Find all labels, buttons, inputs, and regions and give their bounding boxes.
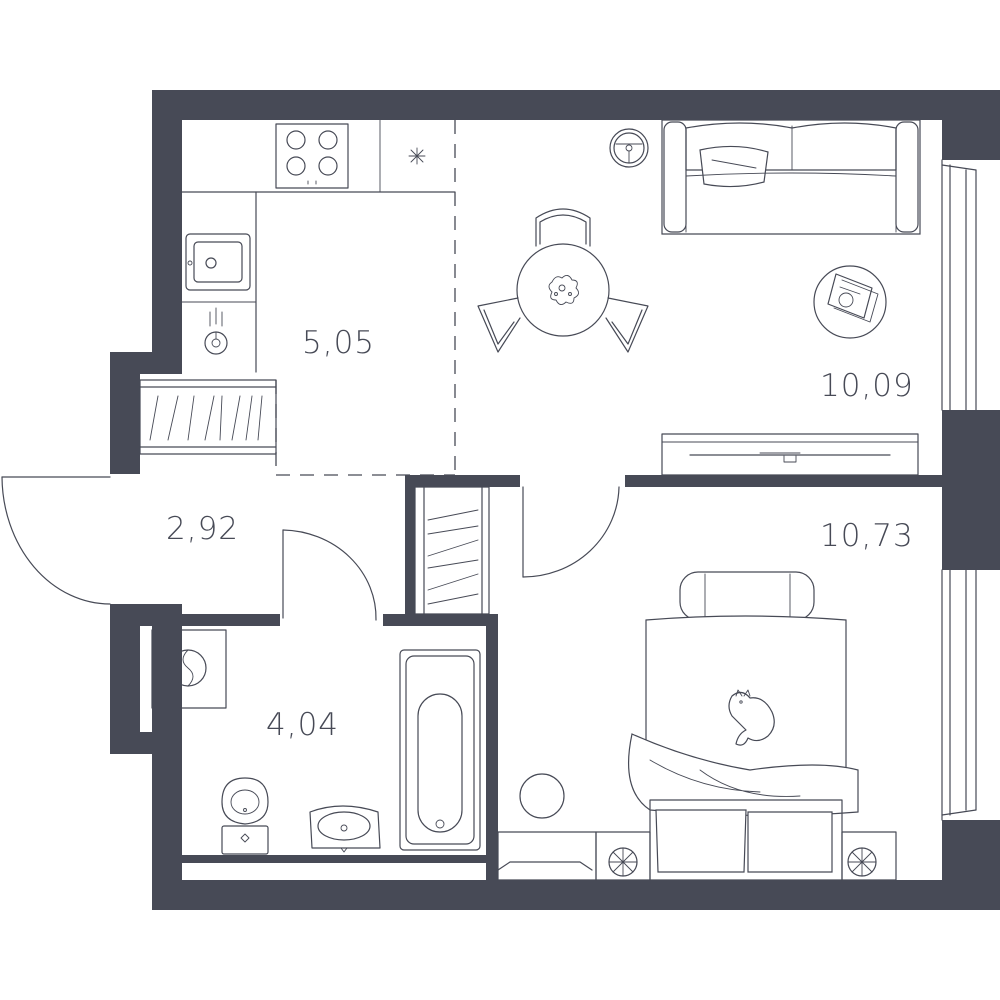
fridge-icon xyxy=(408,147,426,165)
dining-table-icon xyxy=(516,243,610,337)
kitchen-area-label: 5,05 xyxy=(302,325,375,361)
steering-wheel-toy-icon xyxy=(609,128,649,168)
window-icon xyxy=(941,159,1000,411)
toilet-icon xyxy=(221,777,269,855)
washbasin-icon xyxy=(309,805,381,853)
water-heater-icon xyxy=(204,307,228,355)
wardrobe-icon xyxy=(414,486,490,615)
bathroom-area-label: 4,04 xyxy=(266,707,339,743)
room-boundaries xyxy=(275,120,456,476)
sink-icon xyxy=(185,233,251,291)
nightstand-icon xyxy=(841,831,897,881)
chair-icon xyxy=(535,208,591,247)
door-icon xyxy=(522,486,620,578)
door-icon xyxy=(1,476,111,605)
sofa-icon xyxy=(661,119,921,235)
living-area-label: 10,09 xyxy=(820,368,914,404)
stove-icon xyxy=(275,123,349,189)
window-icon xyxy=(941,569,1000,821)
cat-icon xyxy=(728,689,775,746)
hall-area-label: 2,92 xyxy=(166,511,239,547)
chair-icon xyxy=(605,297,649,353)
nightstand-icon xyxy=(595,831,651,881)
washing-machine-icon xyxy=(151,629,227,709)
wardrobe-icon xyxy=(139,379,277,455)
tv-stand-icon xyxy=(661,433,919,476)
walls xyxy=(110,90,1000,910)
bed-icon xyxy=(627,571,859,881)
bedroom-area-label: 10,73 xyxy=(820,518,914,554)
round-rug-icon xyxy=(519,773,565,819)
area-labels: 5,05 10,09 2,92 10,73 4,04 xyxy=(166,325,914,743)
door-icon xyxy=(282,529,377,621)
coffee-table-icon xyxy=(813,265,887,339)
bathtub-icon xyxy=(399,649,481,851)
kitchen-counter xyxy=(181,119,456,373)
chair-icon xyxy=(477,297,521,353)
dresser-icon xyxy=(497,831,597,881)
